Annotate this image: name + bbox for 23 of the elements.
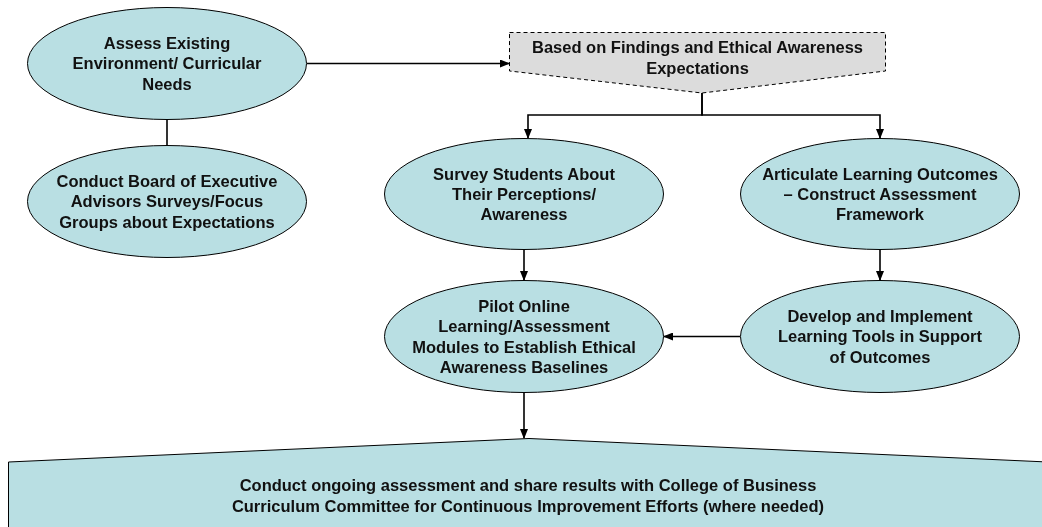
result-banner — [8, 438, 1042, 527]
process-ellipse — [740, 138, 1020, 250]
node-text: Based on Findings and Ethical Awareness Expectations — [531, 37, 864, 78]
process-ellipse — [384, 138, 664, 250]
process-ellipse — [384, 280, 664, 393]
node-text: Survey Students About Their Perceptions/ Awareness — [432, 163, 616, 225]
node-text: Develop and Implement Learning Tools in Support of Outcomes — [776, 306, 984, 367]
arrow — [701, 92, 884, 139]
arrow — [876, 249, 884, 281]
node-text: Conduct Board of Executive Advisors Surveys/Focus Groups about Expectations — [55, 171, 279, 232]
arrow — [520, 392, 528, 439]
connector-line — [166, 119, 168, 146]
node-text: Assess Existing Environment/ Curricular Needs — [71, 33, 263, 94]
process-ellipse — [740, 280, 1020, 393]
node-text: Pilot Online Learning/Assessment Modules to Establish Ethical Awareness Baselines — [411, 296, 637, 377]
arrow — [520, 249, 528, 281]
node-text: Conduct ongoing assessment and share results with College of Business Curriculum Committee for Continuous Improvement Efforts (where needed) — [230, 475, 826, 516]
arrow — [306, 59, 510, 68]
node-text: Articulate Learning Outcomes – Construct Assessment Framework — [761, 163, 999, 225]
arrow — [663, 332, 741, 341]
dashed-callout-box — [509, 32, 886, 93]
process-ellipse — [27, 7, 307, 120]
process-ellipse — [27, 145, 307, 258]
